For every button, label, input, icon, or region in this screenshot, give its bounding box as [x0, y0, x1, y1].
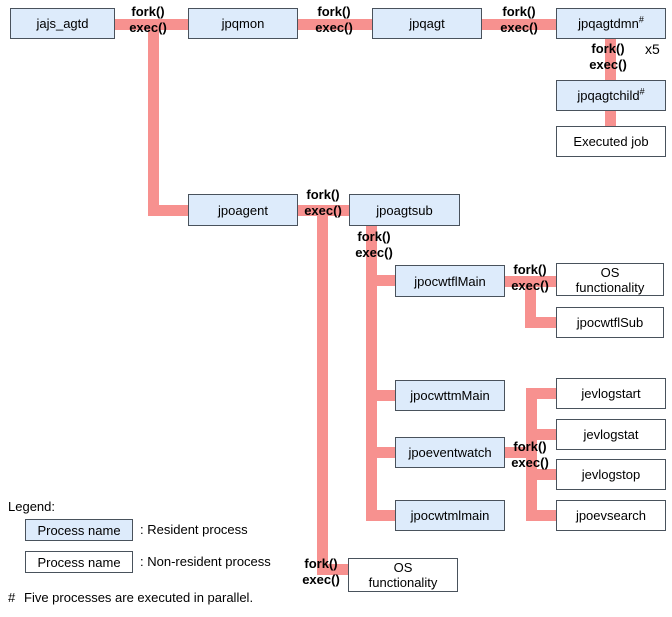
exec-label: exec(): [355, 245, 393, 260]
fork-exec-label: fork() exec(): [501, 262, 559, 294]
process-box-jpocwtflsub: jpocwtflSub: [556, 307, 664, 338]
process-label: jpocwttmMain: [410, 388, 490, 403]
footnote-text: Five processes are executed in parallel.: [24, 590, 254, 605]
legend-resident-desc: : Resident process: [140, 522, 248, 537]
process-label: jpoeventwatch: [408, 445, 492, 460]
exec-label: exec(): [511, 278, 549, 293]
exec-label: exec(): [589, 57, 627, 72]
connector-jpqagtdmn-jpqagtchild: [605, 39, 616, 80]
connector-elbow-jpoagent: [148, 205, 188, 216]
process-box-jpoagtsub: jpoagtsub: [349, 194, 460, 226]
fork-label: fork(): [591, 41, 625, 56]
fork-label: fork(): [513, 439, 547, 454]
process-label: jpqmon: [221, 16, 265, 31]
legend-box-label: Process name: [37, 554, 121, 570]
process-box-jpocwtmlmain: jpocwtmlmain: [395, 500, 505, 531]
connector-branch-jevlogstat: [526, 429, 556, 440]
process-label: jpqagtchild#: [577, 86, 645, 103]
connector-branch-jpocwtflmain: [366, 275, 395, 286]
process-box-jpocwttmmain: jpocwttmMain: [395, 380, 505, 411]
process-label: jevlogstart: [581, 386, 641, 401]
process-box-jevlogstop: jevlogstop: [556, 459, 666, 490]
connector-jpqmon-jpqagt: [297, 19, 372, 30]
footnote-ref: #: [639, 86, 645, 97]
connector-branch-jpocwttmmain: [366, 390, 395, 401]
process-label: jpoagtsub: [376, 202, 433, 218]
process-label: jevlogstat: [583, 427, 639, 442]
legend-nonresident-box: Process name: [25, 551, 133, 573]
process-label: jajs_agtd: [36, 16, 89, 31]
connector-branch-jevlogstop: [526, 469, 556, 480]
connector-jajsagtd-drop: [148, 19, 159, 216]
exec-label: exec(): [129, 20, 167, 35]
legend-nonresident-desc: : Non-resident process: [140, 554, 271, 569]
process-box-jpqmon: jpqmon: [188, 8, 298, 39]
process-label: jpqagtdmn#: [578, 14, 644, 31]
exec-label: exec(): [500, 20, 538, 35]
process-label: jpocwtflMain: [414, 273, 486, 289]
process-box-jpqagtchild: jpqagtchild#: [556, 80, 666, 111]
process-box-executed-job: Executed job: [556, 126, 666, 157]
process-label: jpocwtflSub: [576, 315, 644, 330]
footnote-marker: #: [8, 590, 16, 605]
fork-label: fork(): [513, 262, 547, 277]
process-box-jpoeventwatch: jpoeventwatch: [395, 437, 505, 468]
process-box-jpqagt: jpqagt: [372, 8, 482, 39]
connector-jpoagtsub-trunk: [366, 226, 377, 521]
connector-branch-jpoevsearch: [526, 510, 556, 521]
connector-branch-jpoeventwatch: [366, 447, 395, 458]
connector-jpqagt-jpqagtdmn: [482, 19, 556, 30]
connector-branch-jevlogstart: [526, 388, 556, 399]
fork-exec-label: fork() exec(): [490, 4, 548, 36]
exec-label: exec(): [302, 572, 340, 587]
exec-label: exec(): [304, 203, 342, 218]
fork-exec-label: fork() exec(): [305, 4, 363, 36]
process-label: jpoevsearch: [575, 508, 647, 523]
fork-exec-label: fork() exec(): [294, 187, 352, 219]
connector-jpqagtchild-executedjob: [605, 111, 616, 126]
process-box-jevlogstart: jevlogstart: [556, 378, 666, 409]
multiplier-x5-label: x5: [645, 41, 660, 57]
connector-jpoeventwatch-trunk: [505, 447, 537, 458]
connector-elbow-jpocwtflsub: [525, 317, 556, 328]
exec-label: exec(): [315, 20, 353, 35]
footnote-ref: #: [638, 14, 644, 25]
connector-jpocwtflmain-drop: [525, 276, 536, 328]
connector-jpoagent-long-drop: [317, 205, 328, 575]
fork-exec-label: fork() exec(): [501, 439, 559, 471]
legend-box-label: Process name: [37, 522, 121, 538]
process-label: jpoagent: [218, 202, 268, 218]
connector-event-trunk: [526, 388, 537, 521]
exec-label: exec(): [511, 455, 549, 470]
process-label: Executed job: [573, 134, 649, 149]
legend-resident-box: Process name: [25, 519, 133, 541]
fork-label: fork(): [131, 4, 165, 19]
fork-label: fork(): [304, 556, 338, 571]
legend-title: Legend:: [8, 499, 55, 514]
fork-label: fork(): [502, 4, 536, 19]
fork-exec-label: fork() exec(): [579, 41, 637, 73]
process-box-jpoagent: jpoagent: [188, 194, 298, 226]
process-box-jpocwtflmain: jpocwtflMain: [395, 265, 505, 297]
process-box-jajs-agtd: jajs_agtd: [10, 8, 115, 39]
fork-exec-label: fork() exec(): [119, 4, 177, 36]
process-label: jpocwtmlmain: [410, 508, 490, 523]
process-box-jevlogstat: jevlogstat: [556, 419, 666, 450]
fork-exec-label: fork() exec(): [292, 556, 350, 588]
footnote: # Five processes are executed in paralle…: [8, 590, 253, 605]
fork-exec-label: fork() exec(): [345, 229, 403, 261]
fork-label: fork(): [357, 229, 391, 244]
fork-label: fork(): [306, 187, 340, 202]
connector-branch-jpocwtmlmain: [366, 510, 395, 521]
process-label: jevlogstop: [581, 467, 641, 482]
fork-label: fork(): [317, 4, 351, 19]
process-box-jpoevsearch: jpoevsearch: [556, 500, 666, 531]
process-label: jpqagt: [409, 16, 445, 31]
connector-elbow-os-bottom: [317, 564, 348, 575]
process-box-jpqagtdmn: jpqagtdmn#: [556, 8, 666, 39]
